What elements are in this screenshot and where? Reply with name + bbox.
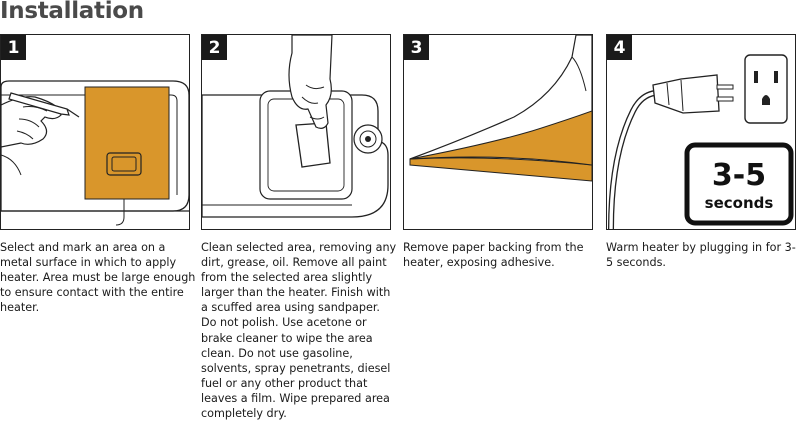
step-2-text: Clean selected area, removing any dirt, … <box>201 241 397 421</box>
page-title: Installation <box>0 0 144 24</box>
heater-pad <box>84 86 170 200</box>
timer-badge-frame <box>684 142 794 226</box>
step-1-number: 1 <box>1 35 26 60</box>
step-4-number: 4 <box>607 35 632 60</box>
plug <box>652 74 720 114</box>
step-3-text: Remove paper backing from the heater, ex… <box>403 241 584 270</box>
step-4: 4 3-5 seconds Warm heater by plugging in… <box>606 34 796 270</box>
hand-sanding-icon <box>202 35 389 218</box>
step-4-illustration: 4 3-5 seconds <box>606 34 796 230</box>
wall-outlet <box>744 54 788 124</box>
step-2: 2 Clean selected area, removing any dirt… <box>201 34 396 421</box>
step-1: 1 Select and mark an area on a metal sur… <box>0 34 195 315</box>
step-1-illustration: 1 <box>0 34 190 230</box>
step-3-illustration: 3 <box>403 34 593 230</box>
step-2-illustration: 2 <box>201 34 391 230</box>
badge-value: 3-5 <box>712 158 766 193</box>
sandpaper <box>295 122 331 168</box>
badge-unit: seconds <box>705 194 774 212</box>
plug-outlet-icon: 3-5 seconds <box>608 54 794 229</box>
peel-backing-icon <box>409 35 592 182</box>
hand-marking-icon <box>1 80 189 226</box>
step-3: 3 Remove paper backing from the heater, … <box>403 34 593 270</box>
step-3-number: 3 <box>404 35 429 60</box>
step-4-text: Warm heater by plugging in for 3-5 secon… <box>606 241 796 270</box>
step-1-text: Select and mark an area on a metal surfa… <box>0 241 196 315</box>
step-2-number: 2 <box>202 35 227 60</box>
